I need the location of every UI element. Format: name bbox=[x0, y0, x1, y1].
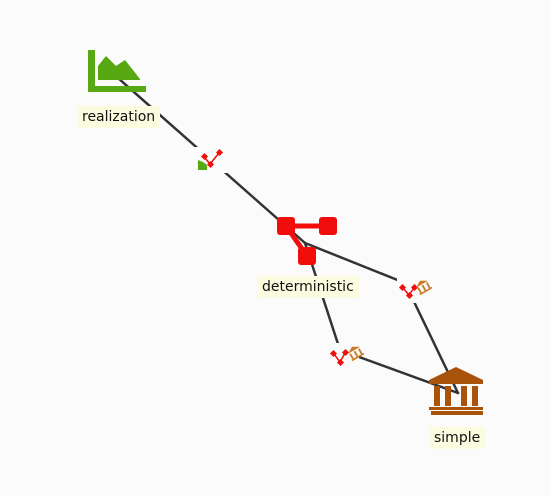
node-label-realization[interactable]: realization bbox=[77, 106, 161, 128]
edge-badge-realization-deterministic[interactable] bbox=[195, 147, 227, 173]
node-label-deterministic[interactable]: deterministic bbox=[257, 276, 359, 298]
area-chart-icon bbox=[88, 50, 146, 92]
edge-deterministic-simple-b[interactable] bbox=[303, 241, 460, 395]
node-link-icon bbox=[329, 348, 350, 367]
bank-building-icon bbox=[347, 346, 365, 362]
bank-building-icon bbox=[429, 367, 483, 415]
node-realization[interactable] bbox=[88, 50, 146, 92]
node-deterministic[interactable] bbox=[277, 217, 337, 265]
node-label-simple[interactable]: simple bbox=[429, 427, 486, 449]
bank-building-icon bbox=[415, 280, 433, 296]
edge-deterministic-simple-a[interactable] bbox=[303, 241, 460, 395]
edge-badge-deterministic-simple-b[interactable] bbox=[327, 343, 365, 369]
node-link-icon bbox=[398, 283, 419, 300]
node-simple[interactable] bbox=[429, 367, 483, 415]
edge-badge-deterministic-simple-a[interactable] bbox=[397, 277, 433, 303]
network-nodes-icon bbox=[277, 217, 337, 265]
node-link-icon bbox=[200, 148, 224, 169]
area-chart-icon bbox=[197, 160, 207, 170]
